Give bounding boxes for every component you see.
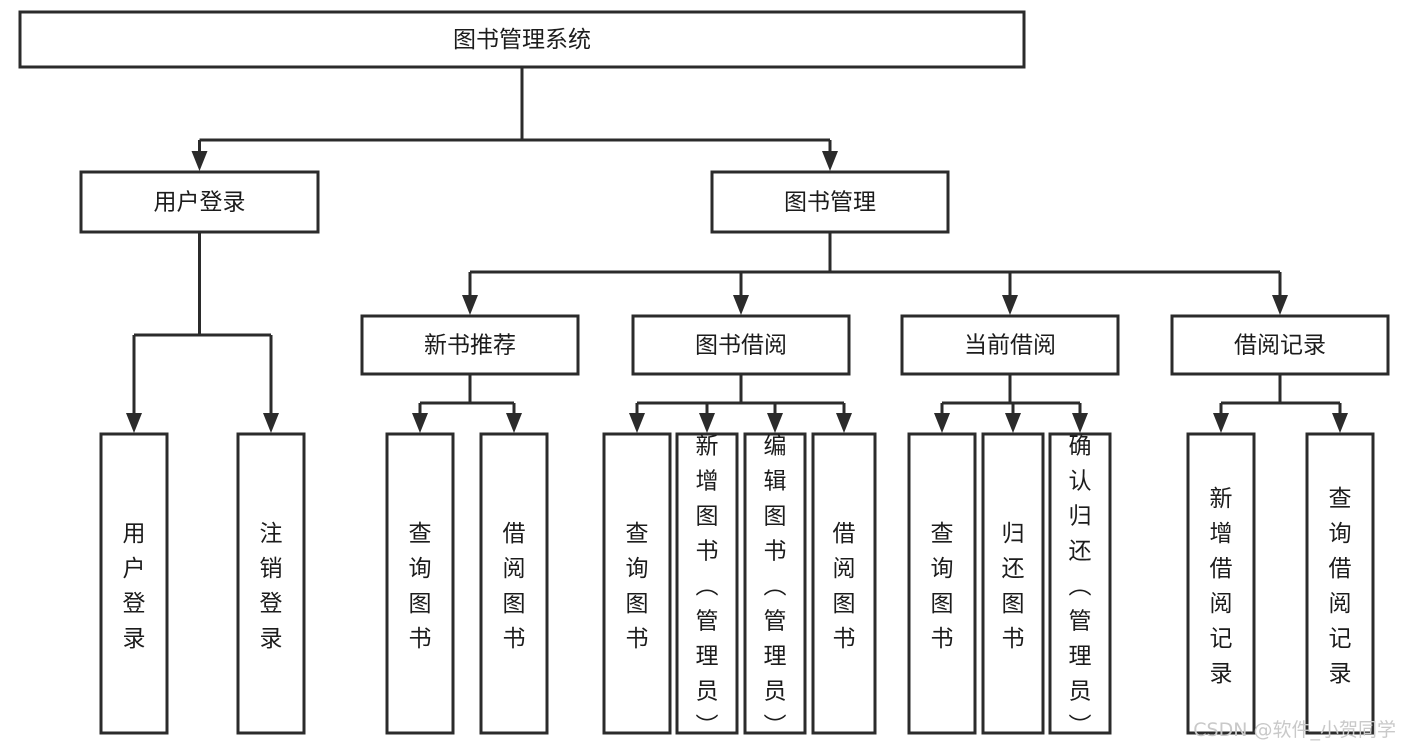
node-leaf-edit-book[interactable]: 编辑图书︵管理员︶ [743,432,807,739]
node-label-leaf-query-book-2: 查询图书 [626,521,649,652]
node-label-leaf-query-book-1: 查询图书 [409,521,432,652]
node-label-book-manage: 图书管理 [784,190,876,216]
node-leaf-query-book-2[interactable]: 查询图书 [602,432,672,735]
node-label-borrow-record: 借阅记录 [1234,333,1326,359]
arrow-head-icon-leaf-add-book [699,413,715,433]
node-box-leaf-query-record[interactable] [1305,432,1375,735]
node-label-leaf-borrow-book-2: 借阅图书 [833,521,856,652]
node-box-leaf-query-book-2[interactable] [602,432,672,735]
arrow-head-icon-leaf-query-book-2 [629,413,645,433]
node-leaf-add-record[interactable]: 新增借阅记录 [1186,432,1256,735]
node-leaf-query-book-1[interactable]: 查询图书 [385,432,455,735]
node-box-leaf-query-book-1[interactable] [385,432,455,735]
arrow-head-icon-leaf-borrow-book-1 [506,413,522,433]
connectors-layer [126,67,1348,433]
node-box-current-borrow[interactable] [900,314,1120,376]
node-user-login[interactable]: 用户登录 [79,170,320,234]
node-leaf-borrow-book-2[interactable]: 借阅图书 [811,432,877,735]
node-leaf-borrow-book-1[interactable]: 借阅图书 [479,432,549,735]
node-label-leaf-confirm-return: 确认归还︵管理员︶ [1069,433,1092,739]
node-box-book-borrow[interactable] [631,314,851,376]
node-leaf-return-book[interactable]: 归还图书 [981,432,1045,735]
arrow-head-icon-leaf-edit-book [767,413,783,433]
node-root[interactable]: 图书管理系统 [18,10,1026,69]
arrow-head-icon-leaf-confirm-return [1072,413,1088,433]
node-label-book-borrow: 图书借阅 [695,333,787,359]
arrow-head-icon-borrow-record [1272,295,1288,315]
node-box-leaf-query-book-3[interactable] [907,432,977,735]
node-book-manage[interactable]: 图书管理 [710,170,950,234]
node-label-current-borrow: 当前借阅 [964,333,1056,359]
arrow-head-icon-current-borrow [1002,295,1018,315]
node-box-leaf-borrow-book-1[interactable] [479,432,549,735]
arrow-head-icon-leaf-query-book-1 [412,413,428,433]
node-box-borrow-record[interactable] [1170,314,1390,376]
node-box-leaf-borrow-book-2[interactable] [811,432,877,735]
node-current-borrow[interactable]: 当前借阅 [900,314,1120,376]
arrow-head-icon-leaf-borrow-book-2 [836,413,852,433]
node-leaf-user-login[interactable]: 用户登录 [99,432,169,735]
arrow-head-icon-leaf-add-record [1213,413,1229,433]
node-book-borrow[interactable]: 图书借阅 [631,314,851,376]
node-box-new-book-recommend[interactable] [360,314,580,376]
node-label-leaf-logout: 注销登录 [260,521,283,652]
arrow-head-icon-book-borrow [733,295,749,315]
node-box-leaf-confirm-return[interactable] [1048,432,1112,735]
node-box-book-manage[interactable] [710,170,950,234]
arrow-head-icon-leaf-query-record [1332,413,1348,433]
node-box-leaf-logout[interactable] [236,432,306,735]
node-box-root[interactable] [18,10,1026,69]
node-box-leaf-add-book[interactable] [675,432,739,735]
node-box-user-login[interactable] [79,170,320,234]
node-label-root: 图书管理系统 [453,27,591,53]
node-box-leaf-return-book[interactable] [981,432,1045,735]
node-label-new-book-recommend: 新书推荐 [424,333,516,359]
node-label-leaf-query-record: 查询借阅记录 [1329,486,1352,687]
node-box-leaf-add-record[interactable] [1186,432,1256,735]
node-label-leaf-borrow-book-1: 借阅图书 [503,521,526,652]
node-leaf-logout[interactable]: 注销登录 [236,432,306,735]
node-label-leaf-edit-book: 编辑图书︵管理员︶ [764,433,787,739]
node-label-leaf-add-book: 新增图书︵管理员︶ [696,433,719,739]
node-box-leaf-edit-book[interactable] [743,432,807,735]
node-leaf-query-book-3[interactable]: 查询图书 [907,432,977,735]
node-leaf-add-book[interactable]: 新增图书︵管理员︶ [675,432,739,739]
node-label-leaf-user-login: 用户登录 [123,521,146,652]
node-borrow-record[interactable]: 借阅记录 [1170,314,1390,376]
node-leaf-confirm-return[interactable]: 确认归还︵管理员︶ [1048,432,1112,739]
arrow-head-icon-leaf-query-book-3 [934,413,950,433]
arrow-head-icon-leaf-return-book [1005,413,1021,433]
node-label-user-login: 用户登录 [154,190,246,216]
node-label-leaf-add-record: 新增借阅记录 [1210,486,1233,687]
arrow-head-icon-new-book-recommend [462,295,478,315]
node-leaf-query-record[interactable]: 查询借阅记录 [1305,432,1375,735]
node-new-book-recommend[interactable]: 新书推荐 [360,314,580,376]
csdn-watermark: CSDN @软件_小贺同学 [1193,719,1396,741]
node-label-leaf-query-book-3: 查询图书 [931,521,954,652]
arrow-head-icon-leaf-user-login [126,413,142,433]
node-box-leaf-user-login[interactable] [99,432,169,735]
nodes-layer: 图书管理系统用户登录图书管理新书推荐图书借阅当前借阅借阅记录用户登录注销登录查询… [18,10,1390,739]
arrow-head-icon-leaf-logout [263,413,279,433]
arrow-head-icon-user-login [191,151,208,171]
node-label-leaf-return-book: 归还图书 [1002,521,1025,652]
arrow-head-icon-book-manage [822,151,838,171]
